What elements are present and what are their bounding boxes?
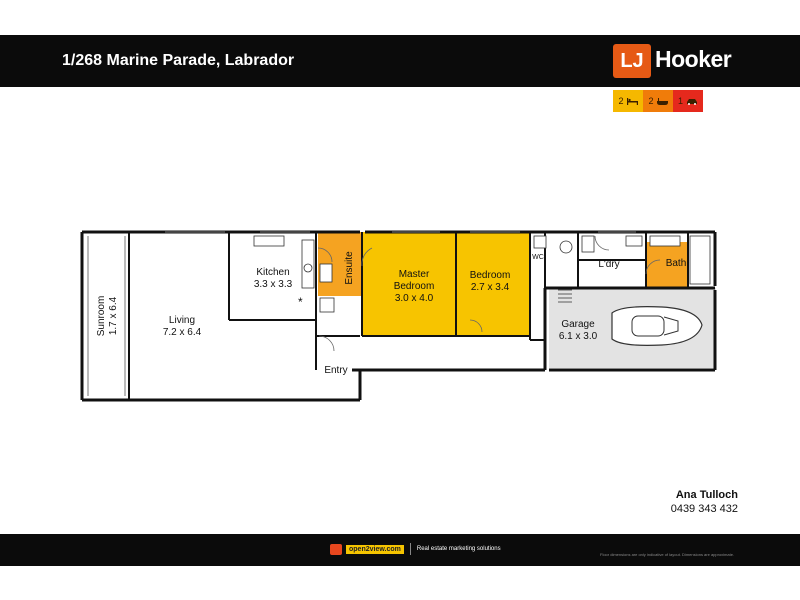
master-bedroom-label-line1: Master [399,269,430,280]
door-swings [317,235,661,352]
property-address: 1/268 Marine Parade, Labrador [62,52,295,69]
stat-carspaces-value: 1 [677,96,683,106]
living-label: Living [169,315,195,326]
entry-label: Entry [324,365,347,376]
stat-bedrooms: 2 [613,90,643,112]
kitchen-label: Kitchen [256,267,289,278]
logo-initials: LJ [613,44,651,78]
sunroom-label: Sunroom [96,296,107,337]
wc-label: WC [532,254,544,261]
sunroom-size: 1.7 x 6.4 [108,296,119,335]
master-bedroom-size: 3.0 x 4.0 [395,293,434,304]
ensuite-label-group: Ensuite [344,251,355,285]
stat-bathrooms: 2 [643,90,673,112]
car-icon [611,306,703,346]
bath-icon [656,97,668,105]
sunroom-label-group: Sunroom 1.7 x 6.4 [96,296,119,337]
logo-divider [409,543,411,555]
open2view-tagline: Real estate marketing solutions [416,546,501,552]
bedroom-fill [456,232,530,336]
stat-carspaces: 1 [673,90,703,112]
open2view-name: open2view.com [346,544,404,554]
bed-icon [626,97,638,105]
star-marker-icon: * [298,295,303,309]
fixtures [253,235,711,313]
garage-stairs [558,289,572,303]
footer-disclaimer: Floor dimensions are only indicative of … [600,552,735,557]
logo-name: Hooker [655,46,732,72]
bedroom-size: 2.7 x 3.4 [471,282,510,293]
ensuite-label: Ensuite [344,251,355,285]
master-bedroom-label-line2: Bedroom [394,281,435,292]
bath-label: Bath [666,258,687,269]
garage-size: 6.1 x 3.0 [559,331,598,342]
stat-bedrooms-value: 2 [618,96,624,106]
bedroom-label: Bedroom [470,270,511,281]
laundry-label: L'dry [598,259,619,270]
car-icon [687,98,697,105]
open2view-icon [330,543,342,555]
living-size: 7.2 x 6.4 [163,327,202,338]
open2view-logo: open2view.com Real estate marketing solu… [330,543,501,555]
master-bedroom-fill [362,232,456,336]
bath-fill [646,242,688,288]
kitchen-size: 3.3 x 3.3 [254,279,293,290]
interior-walls [128,232,689,400]
lj-hooker-logo: LJ Hooker [613,44,741,84]
garage-label: Garage [561,319,595,330]
stat-bathrooms-value: 2 [648,96,654,106]
property-stats: 2 2 1 [613,90,703,112]
agent-phone: 0439 343 432 [670,503,738,515]
agent-name: Ana Tulloch [675,489,738,501]
